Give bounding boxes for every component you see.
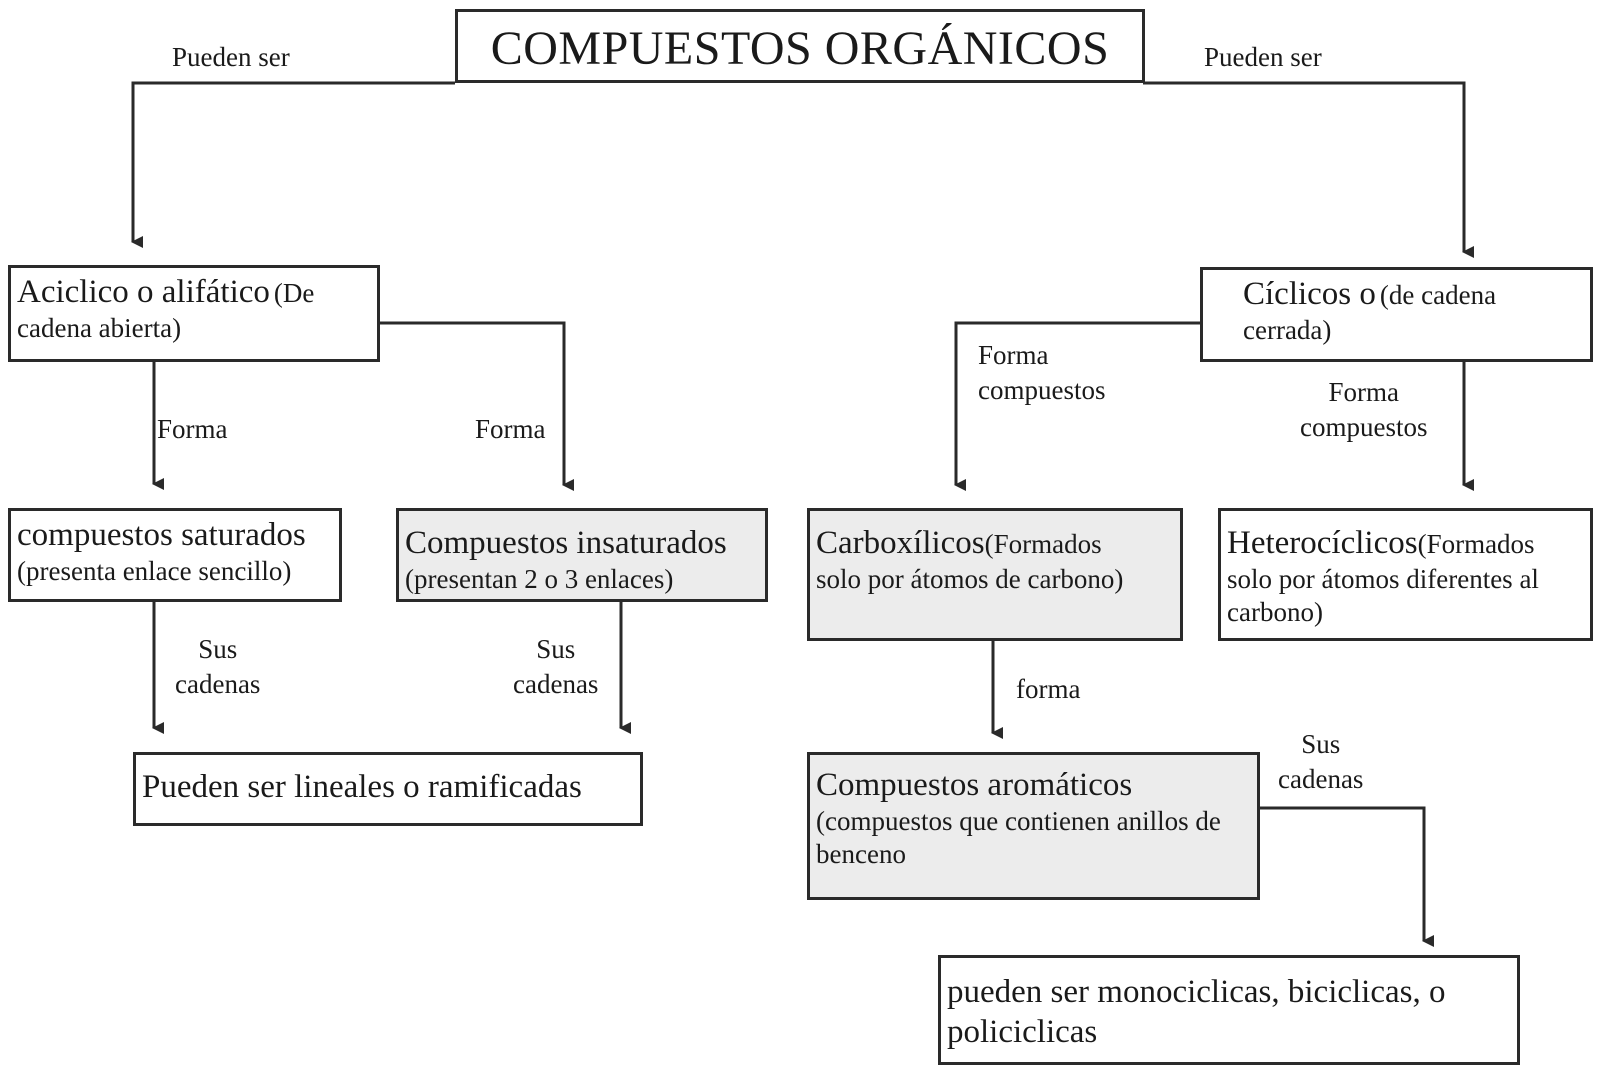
node-monociclicas-main: pueden ser monociclicas, biciclicas, o p… bbox=[947, 974, 1446, 1051]
node-heterociclicos-main: Heterocíclicos bbox=[1227, 525, 1418, 561]
node-ciclicos: Cíclicos o (de cadena cerrada) bbox=[1200, 267, 1593, 362]
edge-aromaticos-to-monociclicas bbox=[1260, 806, 1434, 947]
label-pueden-ser-right: Pueden ser bbox=[1204, 42, 1322, 72]
node-lineales: Pueden ser lineales o ramificadas bbox=[133, 752, 643, 826]
label-forma-compuestos-right: Forma compuestos bbox=[1300, 375, 1428, 445]
node-saturados-main: compuestos saturados bbox=[17, 517, 306, 553]
node-insaturados-sub: (presentan 2 o 3 enlaces) bbox=[405, 564, 674, 595]
label-forma-compuestos-left-line1: Forma bbox=[978, 340, 1049, 370]
node-aciclico: Aciclico o alifático (De cadena abierta) bbox=[8, 265, 380, 362]
label-sus-cadenas-mid: Sus cadenas bbox=[513, 632, 598, 702]
node-insaturados: Compuestos insaturados (presentan 2 o 3 … bbox=[396, 508, 768, 602]
label-sus-cadenas-left-line1: Sus bbox=[198, 634, 238, 664]
node-saturados-sub: (presenta enlace sencillo) bbox=[17, 556, 292, 587]
label-forma-mid: Forma bbox=[475, 414, 546, 444]
node-aromaticos: Compuestos aromáticos (compuestos que co… bbox=[807, 752, 1260, 900]
node-heterociclicos-sub-rest: solo por átomos diferentes al carbono) bbox=[1227, 564, 1539, 628]
node-carboxilicos: Carboxílicos(Formados solo por átomos de… bbox=[807, 508, 1183, 641]
edge-ciclicos-to-carboxilicos bbox=[954, 321, 1200, 491]
edge-title-to-aciclico bbox=[131, 81, 455, 248]
label-sus-cadenas-mid-line2: cadenas bbox=[513, 669, 599, 700]
page-title: COMPUESTOS ORGÁNICOS bbox=[490, 22, 1110, 75]
edge-aciclico-to-insaturados bbox=[380, 321, 574, 491]
label-sus-cadenas-mid-line1: Sus bbox=[536, 634, 576, 664]
node-aciclico-main: Aciclico o alifático bbox=[17, 274, 270, 310]
label-forma-compuestos-right-line2: compuestos bbox=[1300, 412, 1428, 443]
node-aromaticos-main: Compuestos aromáticos bbox=[816, 767, 1133, 803]
node-heterociclicos-sub-open: (Formados bbox=[1417, 529, 1535, 559]
node-monociclicas: pueden ser monociclicas, biciclicas, o p… bbox=[938, 955, 1520, 1065]
node-aciclico-sub-open: (De bbox=[273, 278, 315, 308]
node-heterociclicos: Heterocíclicos(Formados solo por átomos … bbox=[1218, 508, 1593, 641]
node-saturados: compuestos saturados (presenta enlace se… bbox=[8, 508, 342, 602]
label-pueden-ser-left: Pueden ser bbox=[172, 42, 290, 72]
label-sus-cadenas-right-line2: cadenas bbox=[1278, 764, 1364, 795]
label-sus-cadenas-right-line1: Sus bbox=[1301, 729, 1341, 759]
node-carboxilicos-main: Carboxílicos bbox=[816, 525, 985, 561]
node-lineales-main: Pueden ser lineales o ramificadas bbox=[142, 769, 582, 805]
label-forma-left: Forma bbox=[157, 414, 228, 444]
node-carboxilicos-sub-rest: solo por átomos de carbono) bbox=[816, 564, 1124, 595]
title-box: COMPUESTOS ORGÁNICOS bbox=[455, 9, 1145, 83]
label-sus-cadenas-right: Sus cadenas bbox=[1278, 727, 1363, 797]
label-sus-cadenas-left: Sus cadenas bbox=[175, 632, 260, 702]
edge-title-to-ciclicos bbox=[1143, 81, 1474, 258]
label-forma-lower: forma bbox=[1016, 674, 1081, 704]
node-carboxilicos-sub-open: (Formados bbox=[984, 529, 1102, 559]
node-aromaticos-sub: (compuestos que contienen anillos de ben… bbox=[816, 806, 1221, 870]
label-forma-compuestos-left: Forma compuestos bbox=[978, 338, 1106, 408]
label-sus-cadenas-left-line2: cadenas bbox=[175, 669, 261, 700]
label-forma-compuestos-right-line1: Forma bbox=[1328, 377, 1400, 407]
node-ciclicos-sub-rest: cerrada) bbox=[1243, 315, 1332, 346]
label-forma-compuestos-left-line2: compuestos bbox=[978, 375, 1106, 406]
node-ciclicos-main: Cíclicos o bbox=[1243, 276, 1376, 312]
node-aciclico-sub-rest: cadena abierta) bbox=[17, 313, 182, 344]
node-ciclicos-sub-open: (de cadena bbox=[1379, 280, 1497, 310]
node-insaturados-main: Compuestos insaturados bbox=[405, 525, 727, 561]
